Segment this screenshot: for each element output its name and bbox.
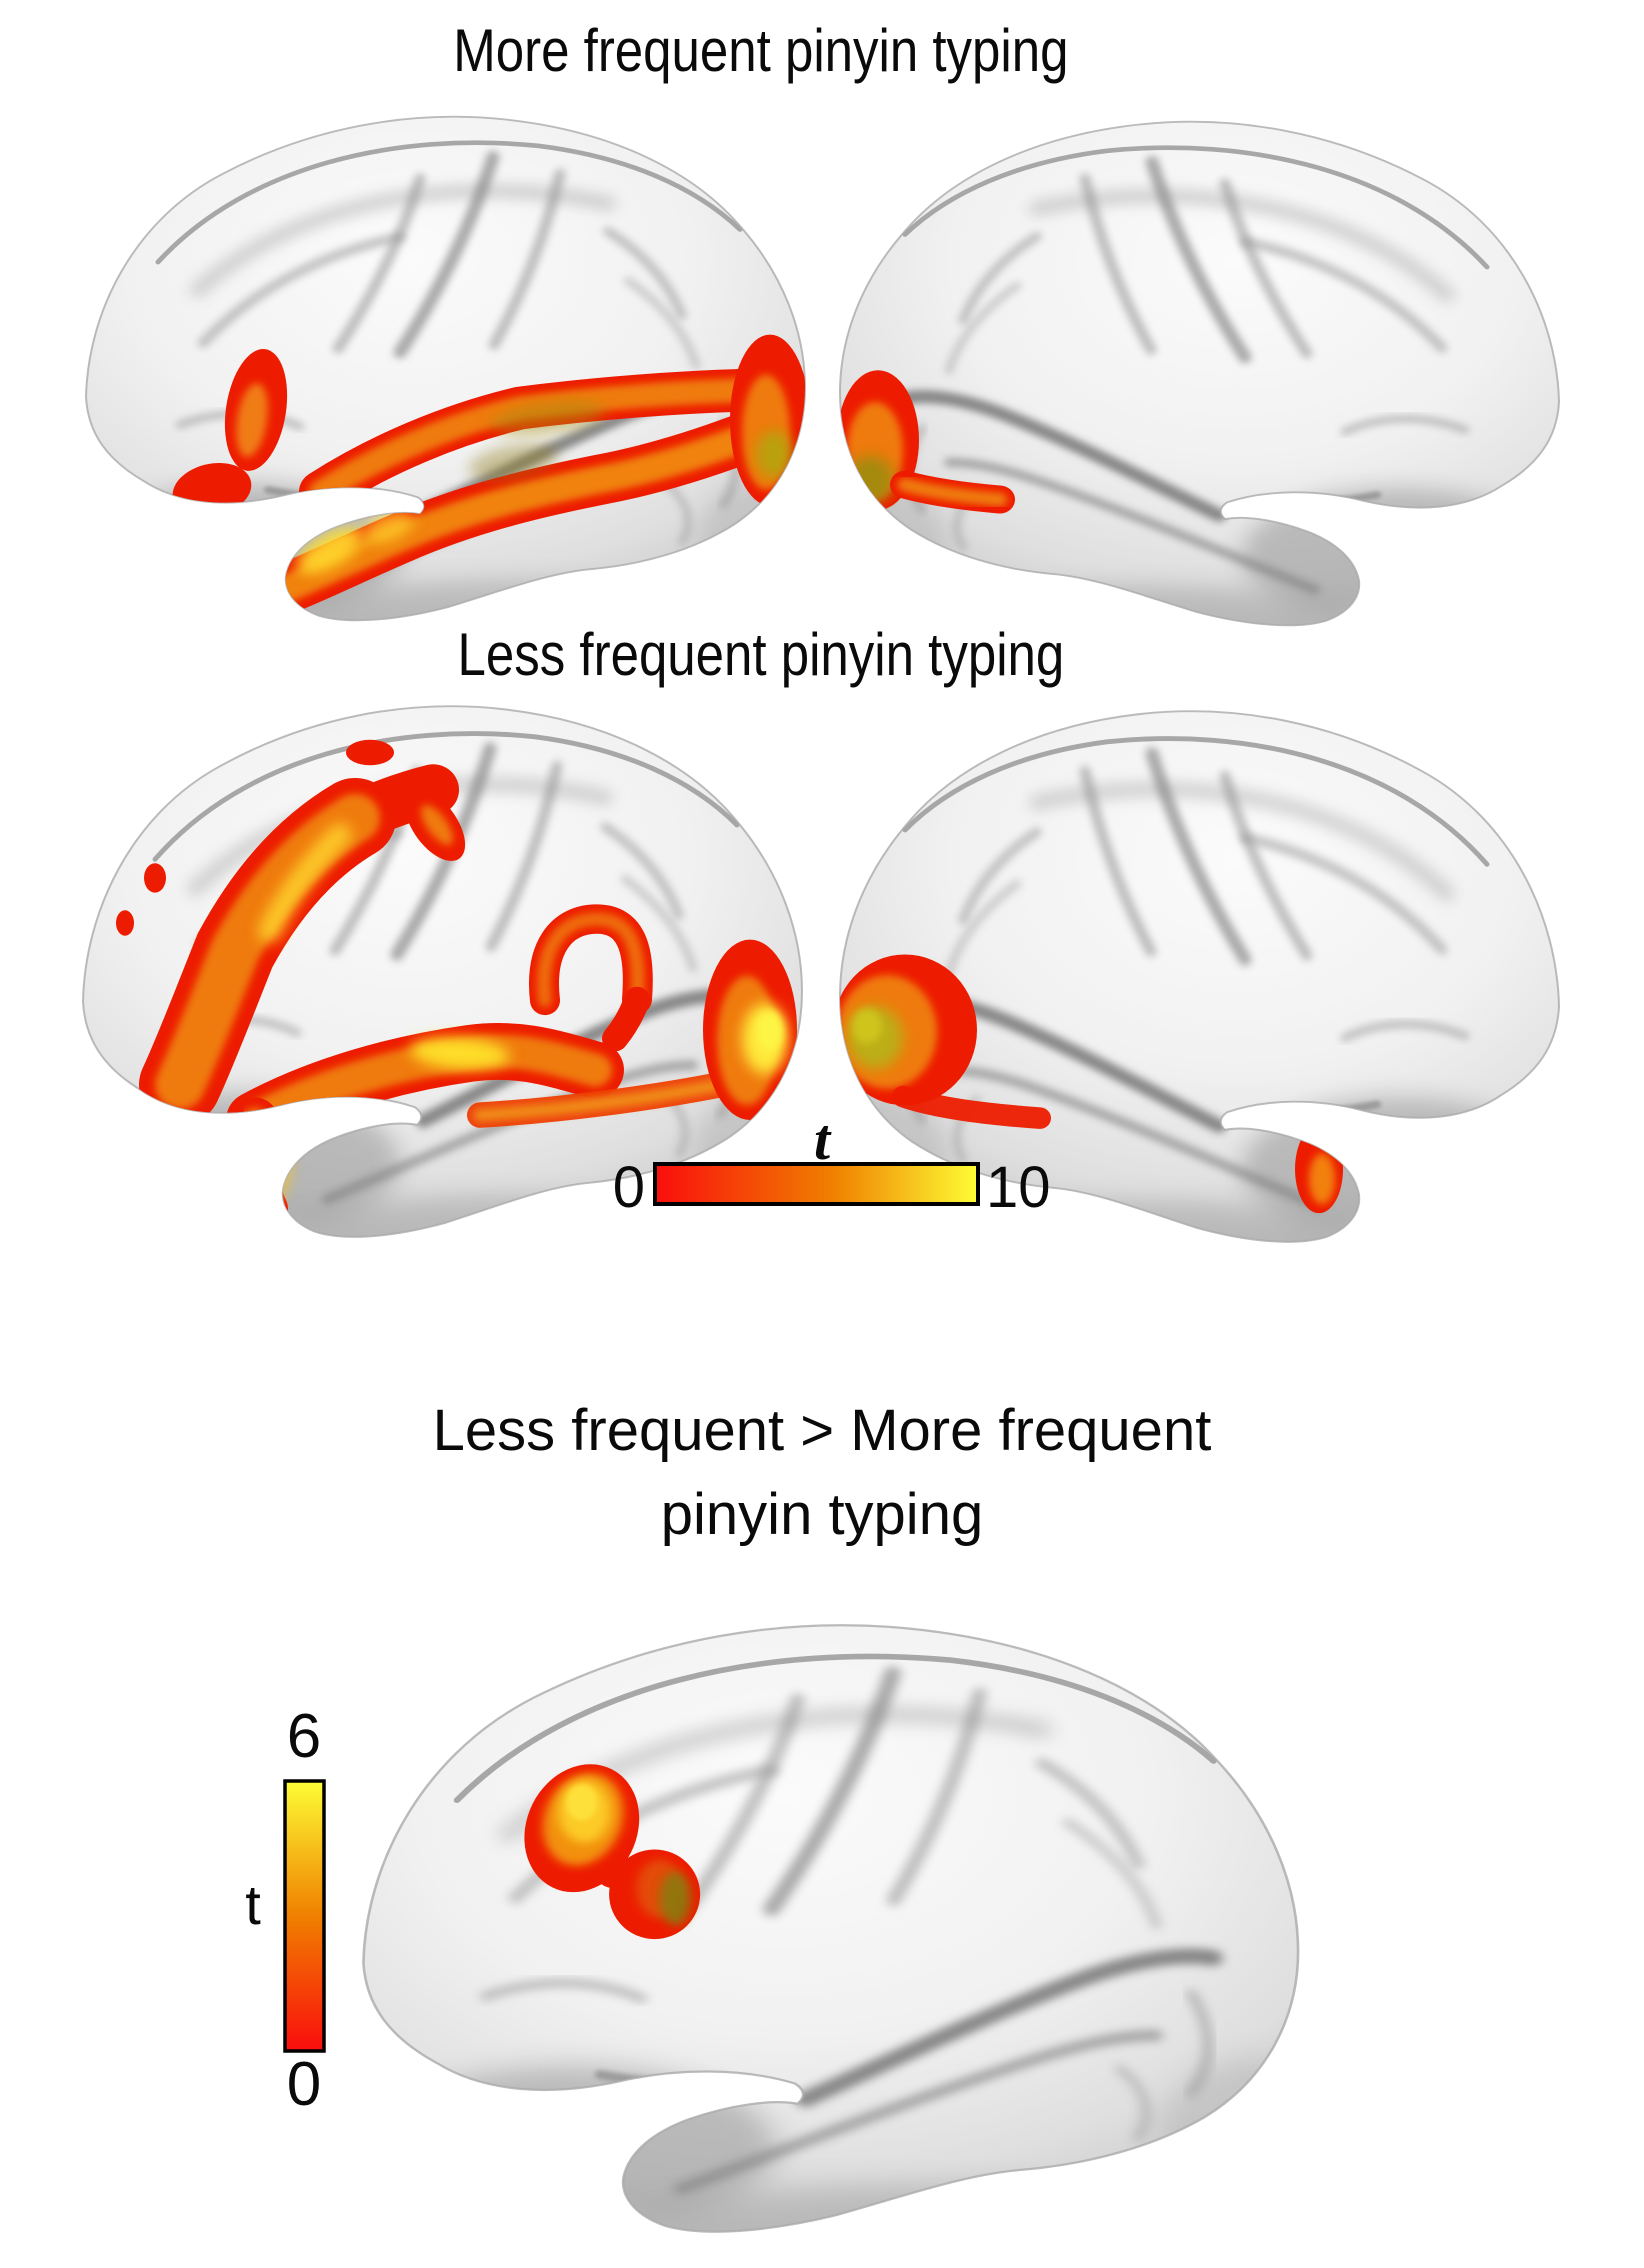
- panel3-title-line2: pinyin typing: [660, 1482, 984, 1547]
- colorbar-horizontal-stat-label: t: [813, 1107, 831, 1172]
- panel2-title-text: Less frequent pinyin typing: [457, 621, 1065, 688]
- panel2-title: Less frequent pinyin typing: [0, 624, 1522, 686]
- brain-left-hemisphere-more-frequent: [86, 117, 842, 656]
- brain-left-hemisphere-contrast: [363, 1625, 1346, 2268]
- brain-right-hemisphere-less-frequent: [803, 711, 1559, 1279]
- colorbar-vertical-gradient: [283, 1779, 326, 2053]
- panel1-title-text: More frequent pinyin typing: [453, 17, 1069, 84]
- colorbar-vertical-max-label: 6: [286, 1702, 322, 1771]
- colorbar-vertical-stat-label: t: [245, 1873, 261, 1936]
- brain-right-hemisphere-more-frequent: [803, 122, 1559, 661]
- activation-overlay-contrast: [524, 1764, 701, 1940]
- colorbar-horizontal-gradient: [653, 1162, 980, 1206]
- colorbar-vertical-min-label: 0: [286, 2050, 322, 2119]
- colorbar-horizontal: [653, 1162, 980, 1206]
- activation-overlay-less-frequent-right: [840, 954, 1343, 1214]
- colorbar-horizontal-min-label: 0: [612, 1155, 645, 1220]
- colorbar-horizontal-max-label: 10: [986, 1155, 1051, 1220]
- colorbar-vertical: [283, 1779, 326, 2053]
- panel1-title: More frequent pinyin typing: [0, 20, 1522, 82]
- panel3-title-line1: Less frequent > More frequent: [432, 1398, 1212, 1463]
